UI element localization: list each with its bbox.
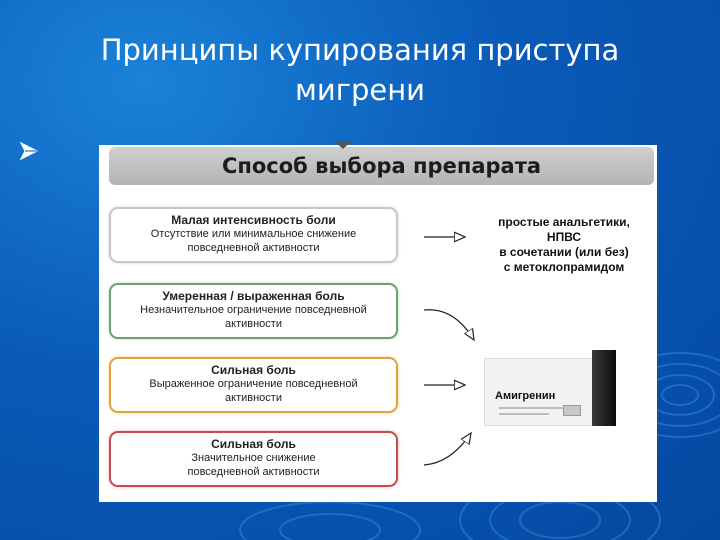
recommendation-line: простые анальгетики,: [498, 215, 630, 229]
slide-title-line1: Принципы купирования приступа: [100, 33, 620, 67]
pain-level-title: Малая интенсивность боли: [171, 213, 336, 227]
pain-level-desc: Незначительное ограничение повседневной: [140, 304, 367, 316]
recommendation-text: простые анальгетики, НПВС в сочетании (и…: [471, 215, 657, 275]
arrowhead-bullet-icon: [19, 141, 39, 161]
company-logo-icon: [563, 405, 581, 416]
pain-level-desc: активности: [225, 318, 282, 330]
pain-level-desc: Выраженное ограничение повседневной: [149, 378, 358, 390]
selection-scheme-figure: Способ выбора препарата Малая интенсивно…: [99, 141, 657, 502]
recommendation-line: с метоклопрамидом: [503, 260, 625, 274]
package-decor-line: [499, 413, 549, 415]
arrow-right-icon: [423, 309, 474, 340]
triangle-marker-icon: [334, 141, 352, 149]
pain-level-title: Сильная боль: [211, 437, 296, 451]
connector-arrows: [423, 145, 657, 466]
slide-title-line2: мигрени: [294, 73, 426, 107]
product-package-image: Амигренин: [484, 350, 630, 436]
package-decor-line: [499, 407, 563, 409]
pain-level-desc: Отсутствие или минимальное снижение: [150, 228, 357, 240]
pain-level-desc: повседневной активности: [187, 242, 320, 254]
pain-level-desc: Значительное снижение: [191, 452, 316, 464]
pain-level-title: Умеренная / выраженная боль: [162, 289, 345, 303]
pain-level-box: Сильная боль Значительное снижение повсе…: [109, 431, 398, 487]
slide-title: Принципы купирования приступа мигрени: [60, 30, 660, 110]
pain-level-box: Сильная боль Выраженное ограничение повс…: [109, 357, 398, 413]
package-front: Амигренин: [484, 358, 596, 426]
pain-level-box: Малая интенсивность боли Отсутствие или …: [109, 207, 398, 263]
recommendation-line: НПВС: [546, 230, 582, 244]
arrow-right-icon: [423, 433, 471, 466]
pain-level-desc: повседневной активности: [187, 466, 320, 478]
figure-header: Способ выбора препарата: [221, 154, 542, 178]
figure-header-bar: Способ выбора препарата: [109, 141, 654, 185]
package-side: [592, 350, 616, 426]
product-name: Амигренин: [495, 390, 556, 402]
recommendation-line: в сочетании (или без): [499, 245, 629, 259]
pain-level-box: Умеренная / выраженная боль Незначительн…: [109, 283, 398, 339]
pain-level-desc: активности: [225, 392, 282, 404]
pain-level-title: Сильная боль: [211, 363, 296, 377]
